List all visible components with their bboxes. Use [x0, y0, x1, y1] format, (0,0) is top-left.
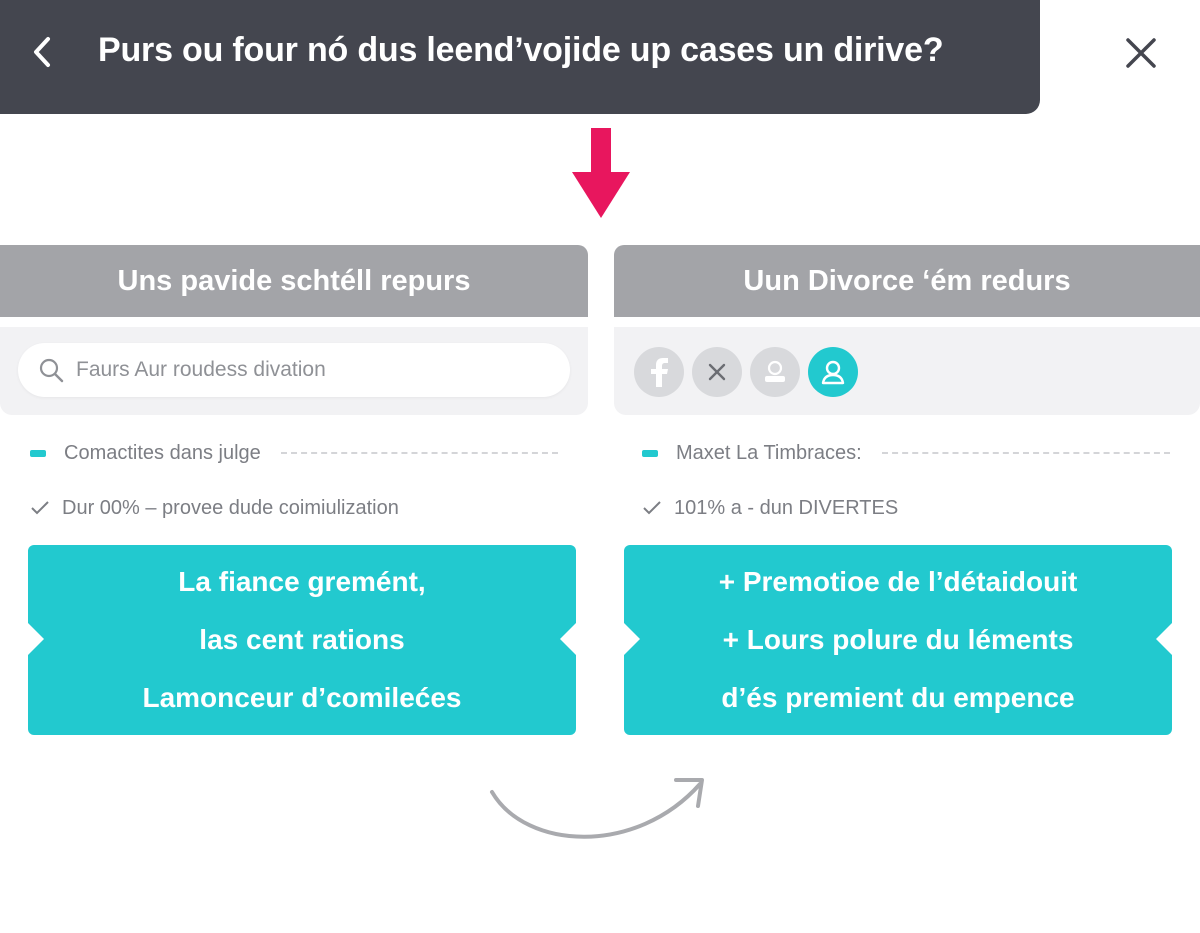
left-cta-line-2: las cent rations [199, 624, 405, 655]
right-cta-line-3: d’és premient du empence [721, 682, 1075, 713]
right-meta-text: Maxet La Timbraces: [676, 441, 862, 464]
dashed-divider [881, 452, 1170, 454]
left-check-row: Dur 00% – provee dude coimiulization [0, 493, 588, 523]
notch-right [560, 623, 576, 655]
chevron-left-icon [34, 37, 50, 67]
right-cta-card[interactable]: + Premotioe de l’détaidouit + Lours polu… [624, 545, 1172, 735]
notch-left [624, 623, 640, 655]
left-meta-row: Comactites dans julge [0, 438, 588, 468]
left-panel-header: Uns pavide schtéll repurs [0, 245, 588, 317]
down-arrow-icon [572, 128, 630, 218]
right-cta-line-1: + Premotioe de l’détaidouit [718, 566, 1078, 597]
x-button[interactable] [692, 347, 742, 397]
close-icon [1126, 38, 1156, 68]
right-cta-line-2: + Lours polure du léments [722, 624, 1074, 655]
left-panel-toolbar [0, 327, 588, 415]
right-panel-header: Uun Divorce ‘ém redurs [614, 245, 1200, 317]
curved-arrow-icon [490, 778, 704, 839]
page-title: Purs ou four nó dus leend’vojide up case… [98, 31, 944, 69]
search-input[interactable] [76, 358, 546, 382]
right-check-text: 101% a - dun DIVERTES [674, 496, 899, 519]
dashed-divider [280, 452, 558, 454]
right-meta-row: Maxet La Timbraces: [614, 438, 1200, 468]
badge-button[interactable] [750, 347, 800, 397]
search-box[interactable] [18, 343, 570, 397]
close-button[interactable] [1118, 30, 1164, 76]
notch-left [28, 623, 44, 655]
right-panel: Uun Divorce ‘ém redurs [614, 245, 1200, 735]
back-button[interactable] [22, 30, 62, 74]
badge-icon [765, 360, 785, 382]
x-icon [708, 363, 726, 381]
left-cta-line-3: Lamonceur d’comilećes [142, 682, 462, 713]
search-icon [39, 358, 64, 383]
left-check-text: Dur 00% – provee dude coimiulization [62, 496, 399, 519]
social-icons-row [634, 347, 858, 397]
left-cta-card[interactable]: La fiance gremént, las cent rations Lamo… [28, 545, 576, 735]
facebook-button[interactable] [634, 347, 684, 397]
check-icon [30, 500, 50, 516]
check-icon [642, 500, 662, 516]
right-panel-toolbar [614, 327, 1200, 415]
left-meta-text: Comactites dans julge [64, 441, 261, 464]
user-icon [821, 360, 845, 385]
facebook-icon [651, 358, 668, 387]
left-panel: Uns pavide schtéll repurs Comactites dan… [0, 245, 588, 735]
teal-marker [30, 449, 46, 457]
user-button[interactable] [808, 347, 858, 397]
left-cta-line-1: La fiance gremént, [178, 566, 426, 597]
header-bar: Purs ou four nó dus leend’vojide up case… [0, 0, 1040, 114]
teal-marker [642, 449, 658, 457]
right-check-row: 101% a - dun DIVERTES [614, 493, 1200, 523]
notch-right [1156, 623, 1172, 655]
